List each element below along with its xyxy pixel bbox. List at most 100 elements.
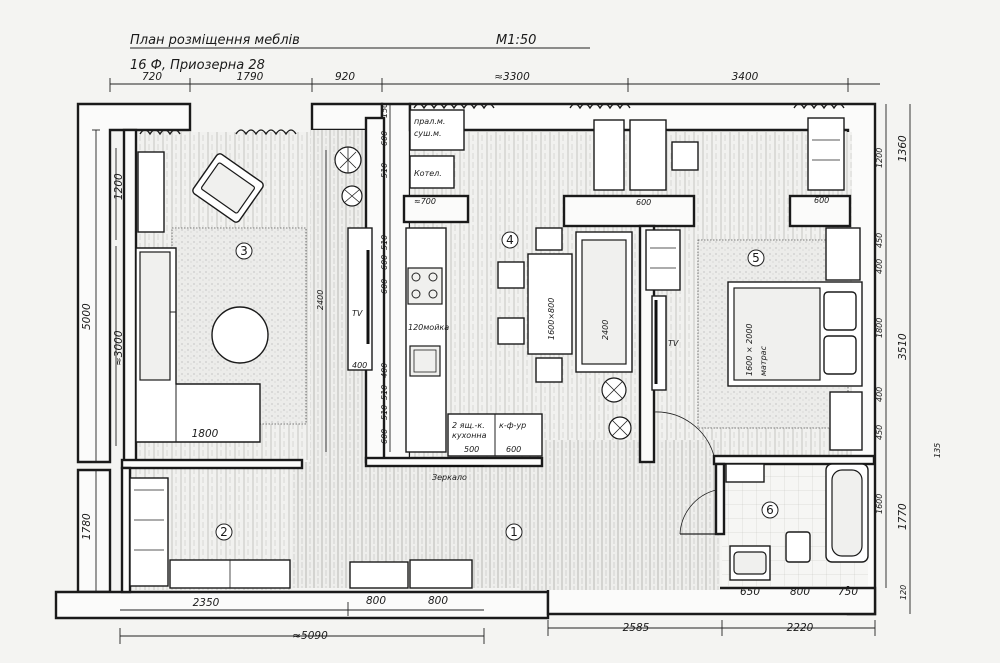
dim-left-2: 1780 [81,513,93,540]
dim-k-7: 400 [380,363,389,378]
dim-bottom-4: 2585 [623,622,650,634]
dim-top-3: 920 [335,71,355,83]
bath-shelf [725,463,765,483]
dim-right-inner-2: 450 [875,233,884,248]
room-4-marker [501,231,519,249]
dim-right-5: 120 [899,585,908,600]
dimension-right: 1360 3510 135 1770 120 1200 450 400 1800… [875,104,942,614]
dim-right-inner-1: 1200 [875,148,884,168]
dim-k-10: 600 [380,429,389,444]
wardrobe-top [807,117,845,191]
sofa-length: 1800 [192,428,219,440]
mattress-label: матрас [759,345,768,376]
utility-closet: прал.м. суш.м. Котел. [409,109,465,189]
dim-bottom-2: 800 [366,595,386,607]
mirror-label: Зеркало [432,473,467,482]
room-1-number: 1 [510,525,518,539]
plan-title: План розміщення меблів [130,33,300,48]
boiler-label: Котел. [414,169,442,178]
room-5-marker [747,249,765,267]
pillow-1 [823,291,857,331]
dim-left-1: 5000 [81,303,93,330]
shoe-rack-2 [409,559,473,589]
room-4-number: 4 [506,233,514,247]
chair-3 [535,227,563,251]
curtains [139,103,845,136]
dim-top-5: 3400 [732,71,759,83]
dimension-bottom: 2350 800 800 ≈5090 2585 2220 650 800 750 [119,586,876,644]
drawer-label-1: 2 ящ.-к. [452,421,485,430]
armchair [192,153,264,223]
inner-walls [120,116,876,594]
dimension-kitchen: 150 600 510 510 600 600 400 510 510 600 … [316,103,829,452]
fridge [593,119,625,191]
bedroom: TV 5 1600 × 2000 матрас [645,117,863,457]
dim-right-inner-3: 400 [875,259,884,274]
living-cabinet [137,151,165,233]
table-label: 1600×800 [547,298,556,340]
drawer-width-1: 500 [464,445,479,454]
dining-table [527,253,573,355]
dim-bottom-3: 800 [428,595,448,607]
room-5-number: 5 [752,251,760,265]
shoe-rack-1 [349,561,409,589]
island-length: 2400 [601,320,610,340]
dim-k-2: 600 [380,131,389,146]
wardrobe-left [129,477,169,587]
room-3-number: 3 [240,244,248,258]
tv-stand-bedroom [651,295,667,391]
dim-bath-3: 750 [838,586,858,598]
dim-top-1: 720 [142,71,162,83]
living-room: 3 1800 TV [135,146,373,443]
room-1-marker [505,523,523,541]
drawer-label-3: к-ф-ур [499,421,526,430]
dim-utility: ≈700 [414,197,436,206]
nightstand-1 [825,227,861,281]
dim-wardrobe: 600 [814,196,829,205]
dim-right-inner-5: 400 [875,387,884,402]
plan-address: 16 Ф, Приозерна 28 [130,58,265,73]
dim-bath-1: 650 [740,586,760,598]
toilet [785,531,811,563]
dim-bottom-5: 2220 [787,622,814,634]
dim-right-inner-4: 1800 [875,318,884,338]
dim-right-4: 1770 [897,503,909,530]
dim-k-8: 510 [380,385,389,400]
sink [409,345,441,377]
dim-right-inner-6: 450 [875,425,884,440]
dim-bottom-1: 2350 [193,597,220,609]
door-swing [679,489,717,535]
washing-machine [409,109,465,151]
chair-1 [497,261,525,289]
sink-label: 120мойка [408,323,449,332]
bed-size-label: 1600 × 2000 [745,323,754,376]
laundry-label-2: суш.м. [414,129,442,138]
kitchen-cabinet-top [629,119,667,191]
chair-4 [535,357,563,383]
dim-bath-2: 800 [790,586,810,598]
dim-k-3: 510 [380,163,389,178]
dim-right-inner-7: 1600 [875,494,884,514]
room-2-marker [215,523,233,541]
dim-k-9: 510 [380,405,389,420]
dim-k-6: 600 [380,279,389,294]
plan-scale: М1:50 [496,33,536,48]
chair-2 [497,317,525,345]
dim-right-1: 1360 [897,135,909,162]
room-6-marker [761,501,779,519]
bathroom: 6 [725,463,869,581]
boiler [409,155,455,189]
dim-top-2: 1790 [237,71,264,83]
pillow-2 [823,335,857,375]
dim-left-inner-2: ≈3000 [113,330,125,366]
dim-right-2: 3510 [897,333,909,360]
tv-label-living: TV [352,309,363,318]
dim-bottom-outer: ≈5090 [292,630,328,642]
dim-top-4: ≈3300 [494,71,530,83]
drawer-label-2: кухонна [452,431,487,440]
dim-k-5: 600 [380,255,389,270]
nightstand-2 [829,391,863,451]
hall: Зеркало 1 [349,465,722,589]
dim-tv-depth: 400 [352,361,367,370]
